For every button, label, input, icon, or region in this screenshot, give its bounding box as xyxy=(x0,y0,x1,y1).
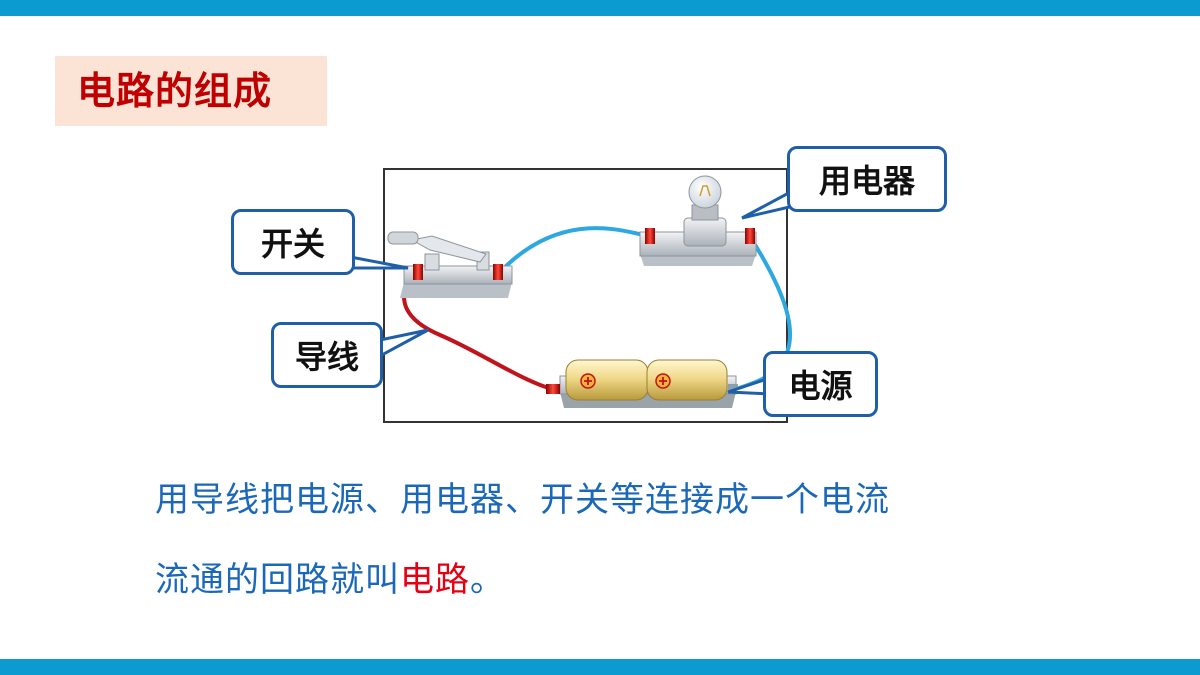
light-bulb-icon xyxy=(639,175,757,266)
definition-text-1: 用导线把电源、用电器、开关等连接成一个电流 xyxy=(155,480,890,520)
battery-pack-icon xyxy=(546,359,738,408)
definition-line-2: 流通的回路就叫电路。 xyxy=(155,558,1095,602)
binding-post-icon xyxy=(413,264,503,280)
highlight-term: 电路 xyxy=(400,560,470,600)
wire-label: 导线 xyxy=(271,322,383,388)
definition-line-1: 用导线把电源、用电器、开关等连接成一个电流 xyxy=(155,478,1095,522)
definition-text-2: 流通的回路就叫 xyxy=(155,560,400,600)
source-label: 电源 xyxy=(763,351,878,417)
title-box: 电路的组成 xyxy=(55,56,327,126)
wire-switch-to-appliance xyxy=(498,226,649,274)
page-title: 电路的组成 xyxy=(77,69,273,113)
knife-switch-icon xyxy=(387,231,513,298)
top-accent-bar xyxy=(0,0,1200,16)
bottom-accent-bar xyxy=(0,659,1200,675)
wire-switch-to-source xyxy=(402,273,553,391)
appliance-label: 用电器 xyxy=(787,146,947,212)
switch-label: 开关 xyxy=(231,209,355,275)
definition-period: 。 xyxy=(470,560,505,600)
